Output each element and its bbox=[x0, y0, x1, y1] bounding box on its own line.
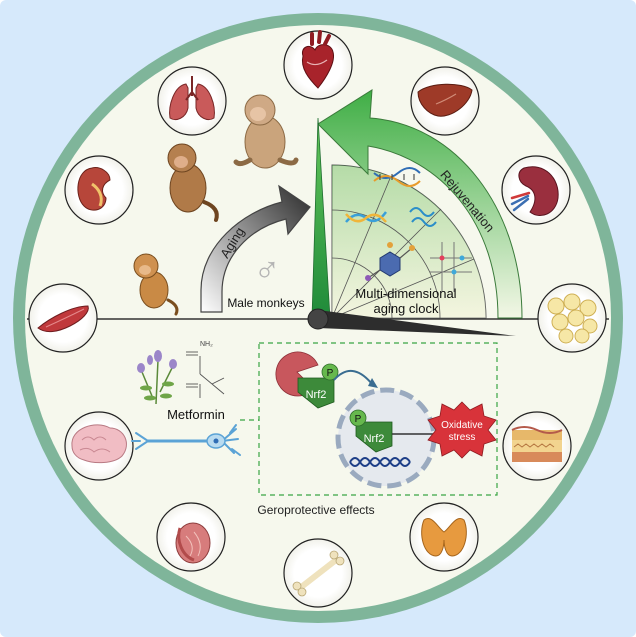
p-label-cyto: P bbox=[327, 368, 334, 379]
phospho-cyto bbox=[321, 363, 339, 381]
translocation-arrow bbox=[333, 370, 373, 385]
molecule-icon bbox=[365, 242, 415, 281]
kidney-left-icon bbox=[64, 155, 134, 225]
kidney-right-icon bbox=[501, 155, 571, 225]
phospho-nuc bbox=[349, 409, 367, 427]
clock-label-line1: Multi-dimensional bbox=[355, 286, 456, 301]
testis-icon bbox=[156, 502, 226, 572]
clock-label-line2: aging clock bbox=[373, 301, 439, 316]
adipose-icon bbox=[537, 283, 607, 353]
monkey-old-icon bbox=[233, 94, 299, 169]
nrf2-nuc-box bbox=[355, 421, 393, 453]
monkey-adult-icon bbox=[167, 143, 219, 222]
galega-plant-icon bbox=[137, 350, 177, 405]
thyroid-icon bbox=[409, 502, 479, 572]
metformin-structure-icon bbox=[186, 351, 225, 398]
dna-icon bbox=[349, 457, 411, 467]
artery-icon bbox=[502, 411, 572, 481]
geroprotective-label: Geroprotective effects bbox=[257, 503, 374, 517]
dark-clock-hand bbox=[318, 310, 516, 336]
lung-icon bbox=[157, 66, 227, 136]
oxidative-label-line1: Oxidative bbox=[441, 420, 483, 431]
oxidative-stress-badge bbox=[427, 401, 497, 459]
metformin-label: Metformin bbox=[167, 407, 225, 422]
mechanism-box bbox=[258, 342, 498, 496]
dna-helix-icon bbox=[373, 167, 421, 187]
liver-icon bbox=[410, 66, 480, 136]
metformin-nh2: NH₂ bbox=[200, 341, 213, 348]
monkey-young-icon bbox=[133, 253, 179, 316]
aging-arrow bbox=[200, 184, 311, 313]
p-label-nuc: P bbox=[355, 414, 362, 425]
brain-icon bbox=[64, 411, 134, 481]
bone-icon bbox=[283, 538, 353, 608]
heart-icon bbox=[283, 30, 353, 100]
nrf2-label-nuc: Nrf2 bbox=[364, 433, 385, 445]
chromatography-icon bbox=[430, 242, 472, 292]
neuron-icon bbox=[131, 424, 241, 456]
oxidative-label-line2: stress bbox=[449, 432, 476, 443]
rna-strand-icon bbox=[409, 207, 437, 227]
clock-center bbox=[307, 308, 329, 330]
nrf2-label-cyto: Nrf2 bbox=[306, 389, 327, 401]
male-symbol-icon: ♂ bbox=[254, 249, 281, 290]
muscle-icon bbox=[28, 283, 98, 353]
rejuvenation-arrow bbox=[317, 89, 523, 319]
male-monkeys-label: Male monkeys bbox=[227, 296, 304, 310]
dna-helix-2-icon bbox=[345, 211, 388, 223]
